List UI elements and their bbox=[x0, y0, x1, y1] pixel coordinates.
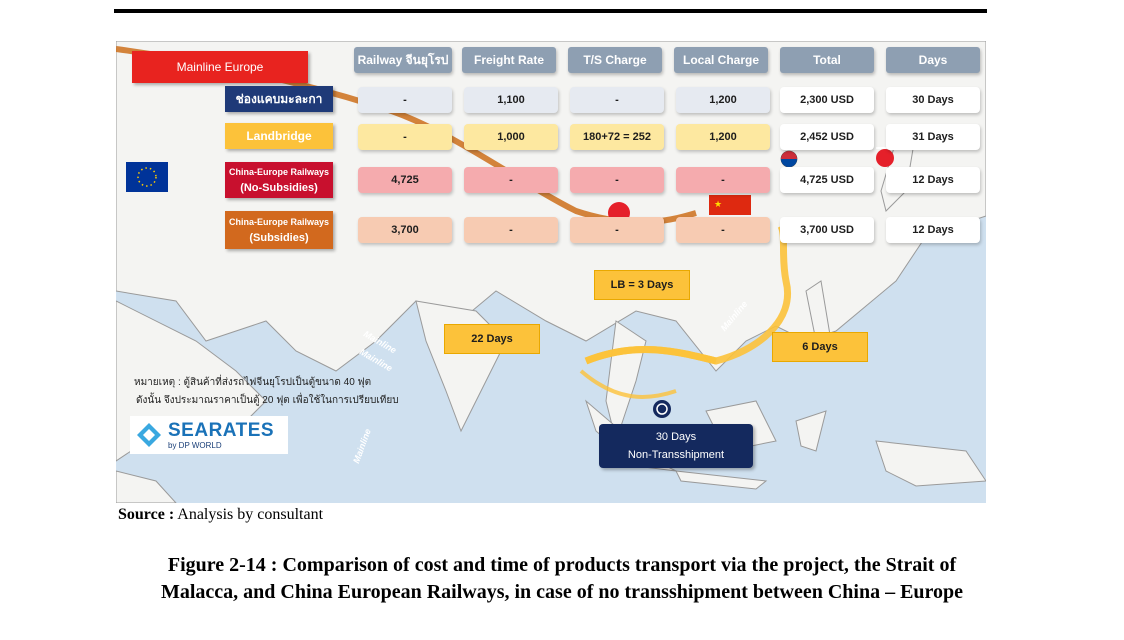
malacca-total-cell: 2,300 USD bbox=[780, 87, 874, 113]
nosub-railway-cell: 4,725 bbox=[358, 167, 452, 193]
landbridge-local-cell: 1,200 bbox=[676, 124, 770, 150]
malacca-railway-cell: - bbox=[358, 87, 452, 113]
row-label-malacca: ช่องแคบมะละกา bbox=[225, 86, 333, 112]
row-label-mainline-europe: Mainline Europe bbox=[132, 51, 308, 83]
figure-caption-line2: Malacca, and China European Railways, in… bbox=[160, 581, 964, 603]
lb-days-tag: LB = 3 Days bbox=[594, 270, 690, 300]
note-line1: หมายเหตุ : ตู้สินค้าที่ส่งรถไฟจีนยุโรปเป… bbox=[134, 377, 372, 388]
subsidies-line1: China-Europe Railways bbox=[228, 217, 330, 227]
row-label-landbridge: Landbridge bbox=[225, 123, 333, 149]
non-ts-text: Non-Transshipment bbox=[627, 449, 725, 461]
comparison-figure: ★ Railway จีนยุโรป Freight Rate T/S Char… bbox=[116, 41, 986, 503]
malacca-local-cell: 1,200 bbox=[676, 87, 770, 113]
sub-days-cell: 12 Days bbox=[886, 217, 980, 243]
sub-total-cell: 3,700 USD bbox=[780, 217, 874, 243]
header-freight-rate: Freight Rate bbox=[462, 47, 556, 73]
nosub-days-cell: 12 Days bbox=[886, 167, 980, 193]
row-label-subsidies: China-Europe Railways (Subsidies) bbox=[225, 211, 333, 249]
header-ts-charge: T/S Charge bbox=[568, 47, 662, 73]
no-subsidies-line2: (No-Subsidies) bbox=[240, 182, 318, 194]
header-days: Days bbox=[886, 47, 980, 73]
non-transshipment-box: 30 Days Non-Transshipment bbox=[599, 424, 753, 468]
sub-railway-cell: 3,700 bbox=[358, 217, 452, 243]
malacca-days-cell: 30 Days bbox=[886, 87, 980, 113]
figure-caption-line1: Figure 2-14 : Comparison of cost and tim… bbox=[167, 554, 957, 576]
note-line2: ดังนั้น จึงประมาณราคาเป็นตู้ 20 ฟุต เพื่… bbox=[136, 395, 399, 406]
nosub-local-cell: - bbox=[676, 167, 770, 193]
landbridge-railway-cell: - bbox=[358, 124, 452, 150]
svg-text:★: ★ bbox=[714, 200, 722, 210]
non-ts-days: 30 Days bbox=[655, 431, 697, 443]
no-subsidies-line1: China-Europe Railways bbox=[228, 167, 330, 177]
source-line: Source : Analysis by consultant bbox=[118, 506, 323, 524]
nosub-ts-cell: - bbox=[570, 167, 664, 193]
source-label: Source : bbox=[118, 506, 175, 523]
landbridge-freight-cell: 1,000 bbox=[464, 124, 558, 150]
searates-sub: by DP WORLD bbox=[168, 441, 222, 450]
days-22-tag: 22 Days bbox=[444, 324, 540, 354]
row-label-no-subsidies: China-Europe Railways (No-Subsidies) bbox=[225, 162, 333, 198]
malacca-freight-cell: 1,100 bbox=[464, 87, 558, 113]
header-total: Total bbox=[780, 47, 874, 73]
landbridge-ts-cell: 180+72 = 252 bbox=[570, 124, 664, 150]
malacca-ts-cell: - bbox=[570, 87, 664, 113]
source-text: Analysis by consultant bbox=[174, 506, 324, 523]
days-6-tag: 6 Days bbox=[772, 332, 868, 362]
nosub-total-cell: 4,725 USD bbox=[780, 167, 874, 193]
landbridge-days-cell: 31 Days bbox=[886, 124, 980, 150]
searates-icon bbox=[137, 423, 161, 447]
sub-ts-cell: - bbox=[570, 217, 664, 243]
searates-name: SEARATES bbox=[168, 420, 275, 441]
header-railway: Railway จีนยุโรป bbox=[354, 47, 452, 73]
nosub-freight-cell: - bbox=[464, 167, 558, 193]
header-local-charge: Local Charge bbox=[674, 47, 768, 73]
landbridge-total-cell: 2,452 USD bbox=[780, 124, 874, 150]
sub-local-cell: - bbox=[676, 217, 770, 243]
searates-logo: SEARATES by DP WORLD bbox=[130, 416, 288, 454]
top-rule bbox=[114, 9, 987, 13]
sub-freight-cell: - bbox=[464, 217, 558, 243]
subsidies-line2: (Subsidies) bbox=[249, 232, 309, 244]
